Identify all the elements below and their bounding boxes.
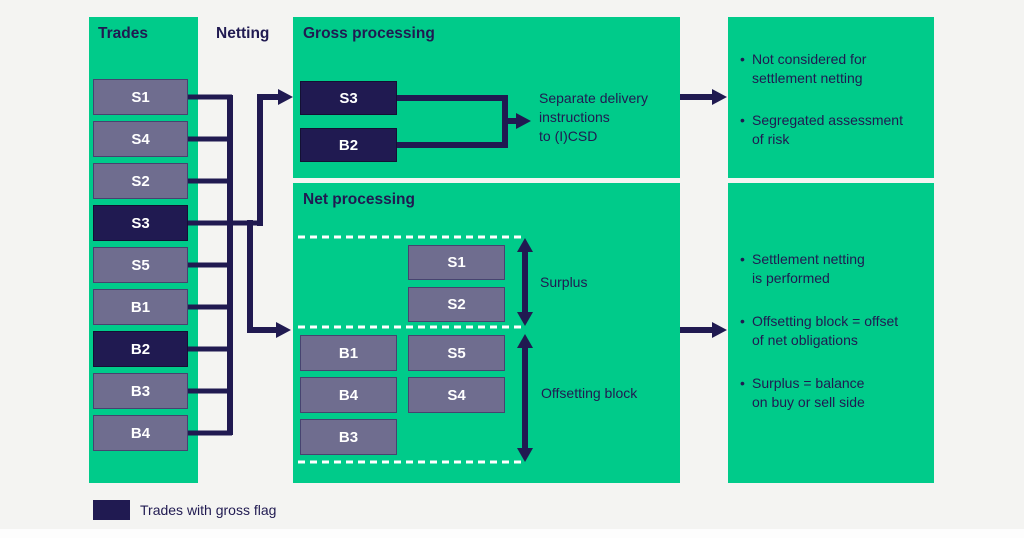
net-box-label: S5 [447,344,466,362]
gross-note: Separate delivery instructions to (I)CSD [539,90,648,144]
gross-box-s3: S3 [300,81,397,115]
gross-flag-legend-label: Trades with gross flag [140,502,277,518]
trade-box-label: S1 [131,88,150,106]
bullet-item: Settlement netting is performed [740,250,926,288]
bullet-dot [740,111,752,149]
net-box-b3: B3 [300,419,397,455]
trade-box-b1: B1 [93,289,188,325]
bullet-text: Segregated assessment of risk [752,112,903,147]
bullet-text: Settlement netting is performed [752,251,865,286]
net-box-b4: B4 [300,377,397,413]
net-to-result-arrow [680,322,727,338]
bullet-item: Surplus = balance on buy or sell side [740,374,926,412]
bullet-text: Not considered for settlement netting [752,51,867,86]
trade-box-s4: S4 [93,121,188,157]
bullet-dot [740,374,752,412]
net-box-s1: S1 [408,245,505,280]
trades-panel-title: Trades [98,25,148,42]
bullet-item: Offsetting block = offset of net obligat… [740,312,926,350]
offsetting-block-caption: Offsetting block [541,385,638,401]
trade-box-label: B2 [130,340,151,358]
trade-box-s2: S2 [93,163,188,199]
trade-box-s3-gross-flag: S3 [93,205,188,241]
net-box-label: S4 [447,386,466,404]
trade-box-label: S2 [131,172,150,190]
trade-box-label: S5 [131,256,150,274]
trade-box-s1: S1 [93,79,188,115]
gross-result-bullets: Not considered for settlement netting Se… [740,50,926,149]
net-result-bullets: Settlement netting is performed Offsetti… [740,250,926,412]
net-processing-title: Net processing [303,191,415,208]
net-box-label: B4 [338,386,359,404]
trade-box-label: S4 [131,130,150,148]
netting-label: Netting [216,25,270,42]
bullet-text: Offsetting block = offset of net obligat… [752,313,899,348]
bullet-dot [740,312,752,350]
trade-box-label: B4 [130,424,151,442]
net-box-label: B1 [338,344,359,362]
gross-box-label: B2 [338,136,359,154]
gross-flag-legend-swatch [93,500,130,520]
net-box-label: S1 [447,254,466,271]
net-box-s4: S4 [408,377,505,413]
net-box-label: S2 [447,296,466,313]
trade-box-b3: B3 [93,373,188,409]
trade-box-label: B3 [130,382,151,400]
bullet-dot [740,250,752,288]
bullet-dot [740,50,752,88]
trade-box-b2-gross-flag: B2 [93,331,188,367]
bottom-strip [0,529,1024,538]
net-box-s5: S5 [408,335,505,371]
bullet-item: Segregated assessment of risk [740,111,926,149]
branch-to-net-arrow [247,220,291,338]
trade-box-label: B1 [130,298,151,316]
trade-box-label: S3 [131,214,150,232]
surplus-caption: Surplus [540,274,588,290]
gross-box-label: S3 [339,89,358,107]
gross-box-b2: B2 [300,128,397,162]
branch-to-gross-arrow [257,89,293,226]
net-box-label: B3 [338,428,359,446]
bullet-text: Surplus = balance on buy or sell side [752,375,865,410]
gross-processing-title: Gross processing [303,25,435,42]
trade-box-s5: S5 [93,247,188,283]
net-box-b1: B1 [300,335,397,371]
net-result-panel [728,183,934,483]
net-box-s2: S2 [408,287,505,322]
trade-box-b4: B4 [93,415,188,451]
bullet-item: Not considered for settlement netting [740,50,926,88]
gross-result-panel [728,17,934,178]
